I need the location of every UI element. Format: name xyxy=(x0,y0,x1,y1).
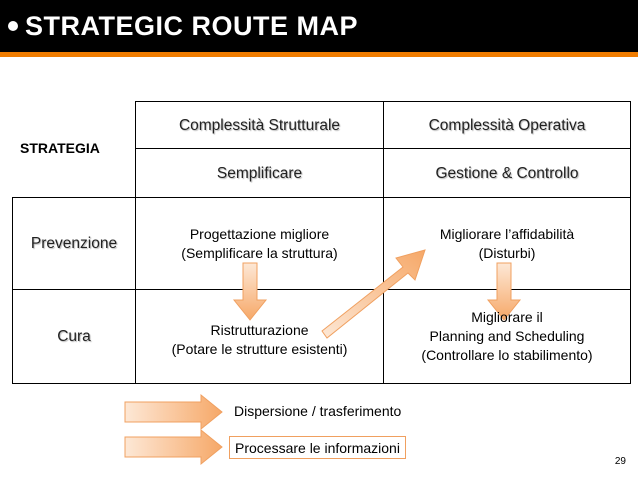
legend-arrow-information xyxy=(124,428,223,466)
column-header-operational: Complessità Operativa xyxy=(428,116,586,134)
row-label-prevention: Prevenzione xyxy=(30,235,118,252)
column-subheader-simplify: Semplificare xyxy=(216,164,303,182)
table-line-left xyxy=(12,197,13,384)
cell-line: (Disturbi) xyxy=(478,244,536,261)
table-line-bottom xyxy=(12,383,631,384)
table-line-right xyxy=(630,101,631,384)
cell-line: Planning and Scheduling xyxy=(429,327,585,344)
column-subheader-control: Gestione & Controllo xyxy=(435,164,579,182)
cell-line: (Potare le strutture esistenti) xyxy=(171,341,348,357)
page-number: 29 xyxy=(614,456,626,467)
table-line-header-bottom xyxy=(12,197,631,198)
cell-line: (Semplificare la struttura) xyxy=(181,244,338,261)
table-line-label-column xyxy=(135,101,136,384)
title-bar-accent-stripe xyxy=(0,52,638,57)
cell-cure-operational: Migliorare il Planning and Scheduling (C… xyxy=(384,294,630,378)
bullet-icon xyxy=(8,21,18,31)
cell-line: Migliorare il xyxy=(471,308,543,325)
cell-prevention-operational: Migliorare l’affidabilità (Disturbi) xyxy=(384,198,630,289)
cell-cure-structural: Ristrutturazione (Potare le strutture es… xyxy=(136,304,383,376)
strategy-corner-label: STRATEGIA xyxy=(20,139,100,156)
column-header-structural: Complessità Strutturale xyxy=(178,116,341,134)
page-title: STRATEGIC ROUTE MAP xyxy=(25,11,358,41)
title-bar xyxy=(0,0,638,52)
cell-prevention-structural: Progettazione migliore (Semplificare la … xyxy=(136,198,383,289)
table-line-center xyxy=(383,101,384,384)
cell-line: (Controllare lo stabilimento) xyxy=(421,346,593,363)
cell-line: Ristrutturazione xyxy=(210,322,309,338)
row-label-cure: Cura xyxy=(57,328,91,345)
cell-line: Progettazione migliore xyxy=(189,225,330,242)
legend-arrow-dispersion xyxy=(124,393,223,431)
legend-label-dispersion: Dispersione / trasferimento xyxy=(234,403,402,419)
cell-line: Migliorare l’affidabilità xyxy=(439,225,575,242)
legend-label-information: Processare le informazioni xyxy=(229,436,406,459)
